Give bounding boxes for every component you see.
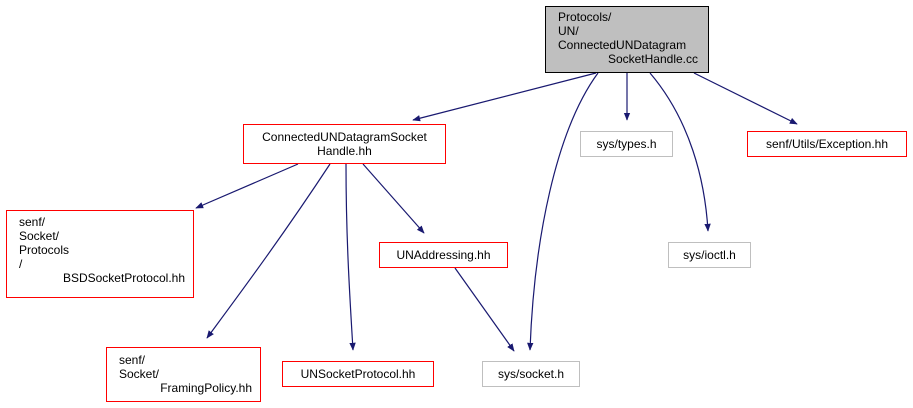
node-root-connected-un-datagram-sockethandle-cc[interactable]: Protocols/ UN/ ConnectedUNDatagram Socke…: [545, 6, 709, 73]
unsocket-protocol-label: UNSocketProtocol.hh: [300, 367, 416, 381]
node-sys-socket-h[interactable]: sys/socket.h: [482, 361, 580, 387]
edge-root-to-sys-ioctl: [649, 72, 711, 232]
edge-connected-hh-to-unaddressing: [362, 163, 425, 234]
node-sys-types-h[interactable]: sys/types.h: [580, 131, 673, 157]
unaddressing-label: UNAddressing.hh: [396, 248, 491, 262]
node-senf-socket-framingpolicy-hh[interactable]: senf/ Socket/ FramingPolicy.hh: [106, 347, 261, 402]
edge-connected-hh-to-unsocket-protocol: [345, 163, 356, 351]
bsd-line-4: /: [19, 257, 23, 271]
edge-unaddressing-to-sys-socket: [454, 267, 515, 352]
node-connected-un-datagram-sockethandle-hh[interactable]: ConnectedUNDatagramSocket Handle.hh: [243, 124, 446, 164]
root-line-3: ConnectedUNDatagram: [558, 38, 687, 52]
connected-hh-line-2: Handle.hh: [317, 144, 372, 158]
framing-line-2: Socket/: [119, 367, 160, 381]
node-unsocketprotocol-hh[interactable]: UNSocketProtocol.hh: [282, 361, 434, 387]
bsd-line-5: BSDSocketProtocol.hh: [62, 271, 185, 285]
root-line-1: Protocols/: [558, 10, 612, 24]
edge-connected-hh-to-bsd-protocol: [195, 163, 299, 209]
node-senf-socket-protocols-bsdsocketprotocol-hh[interactable]: senf/ Socket/ Protocols / BSDSocketProto…: [6, 210, 194, 298]
root-line-2: UN/: [558, 24, 579, 38]
node-senf-utils-exception-hh[interactable]: senf/Utils/Exception.hh: [747, 131, 907, 157]
edge-root-to-sys-socket: [527, 72, 599, 351]
edge-connected-hh-to-framing-policy: [206, 163, 331, 339]
framing-line-1: senf/: [119, 353, 146, 367]
sys-socket-label: sys/socket.h: [497, 367, 565, 381]
connected-hh-line-1: ConnectedUNDatagramSocket: [262, 130, 427, 144]
exception-hh-label: senf/Utils/Exception.hh: [765, 137, 889, 151]
edge-root-to-connected-hh: [412, 72, 597, 122]
root-line-4: SocketHandle.cc: [607, 52, 698, 66]
node-unaddressing-hh[interactable]: UNAddressing.hh: [379, 242, 508, 268]
bsd-line-3: Protocols: [19, 243, 70, 257]
framing-line-3: FramingPolicy.hh: [160, 381, 252, 395]
bsd-line-2: Socket/: [19, 229, 60, 243]
edge-root-to-exception-hh: [693, 72, 798, 125]
bsd-line-1: senf/: [19, 215, 46, 229]
sys-ioctl-label: sys/ioctl.h: [683, 248, 736, 262]
node-sys-ioctl-h[interactable]: sys/ioctl.h: [668, 242, 751, 268]
sys-types-label: sys/types.h: [596, 137, 657, 151]
